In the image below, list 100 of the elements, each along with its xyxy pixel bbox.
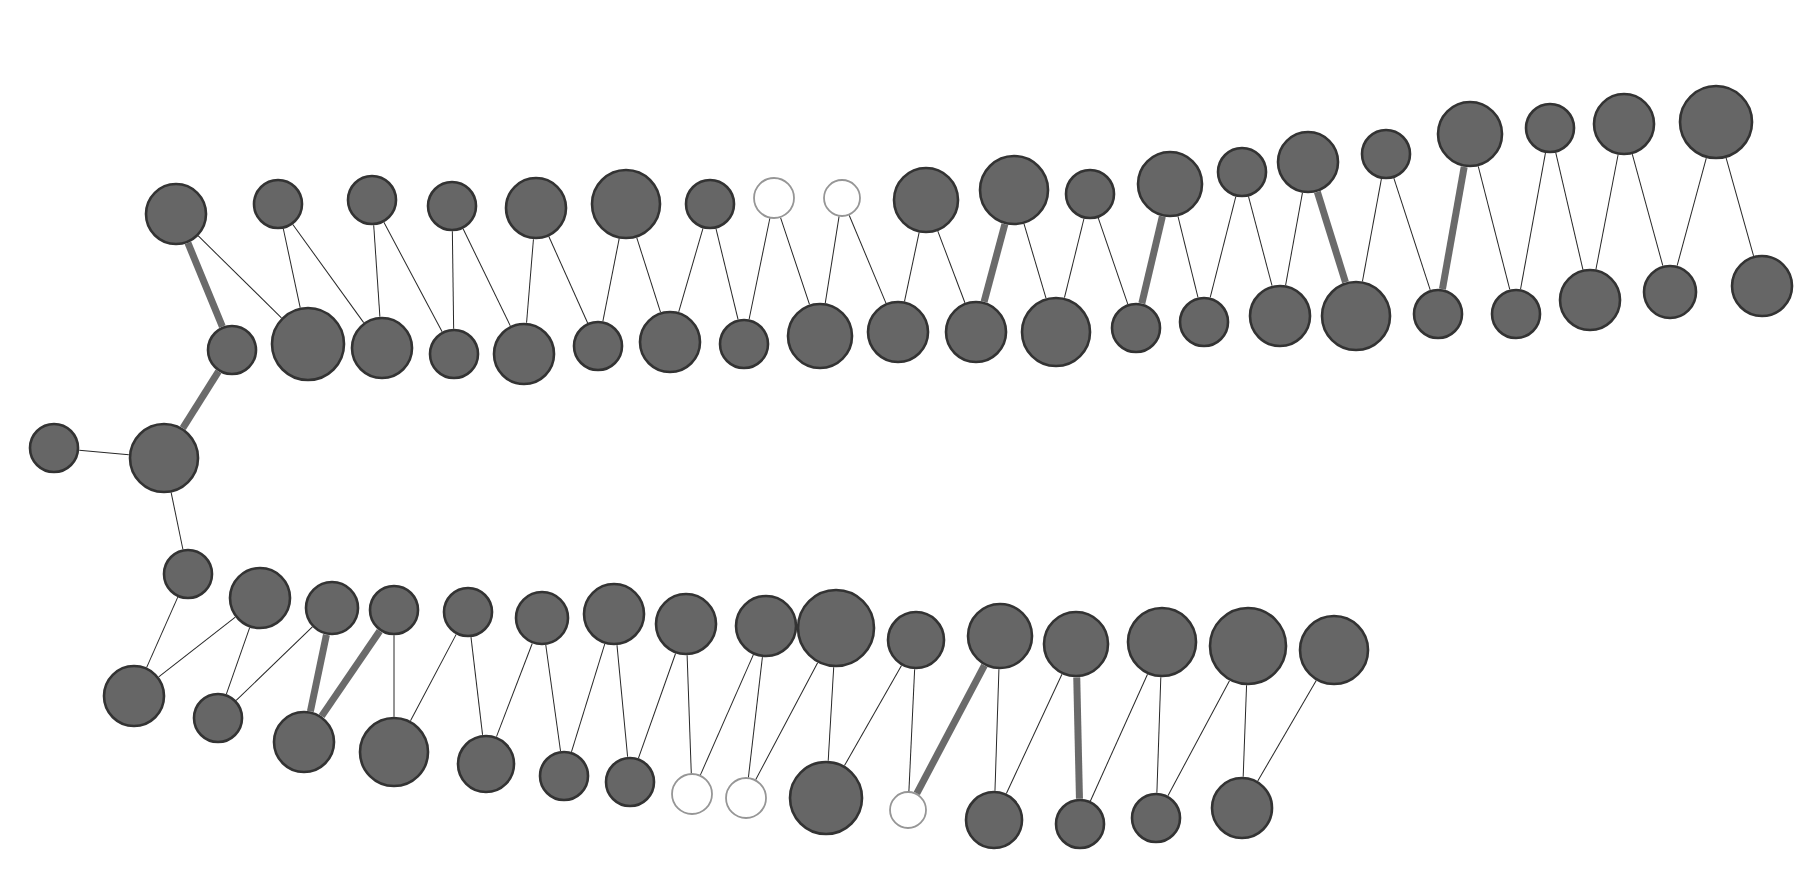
filled-circle — [102, 664, 166, 728]
link-line — [937, 230, 966, 304]
link-line — [548, 236, 589, 324]
link-line — [780, 217, 810, 305]
filled-circle — [252, 178, 304, 230]
filled-circle — [1064, 168, 1116, 220]
link-line — [1209, 196, 1237, 298]
link-line — [1177, 215, 1199, 298]
hollow-circle — [753, 177, 795, 219]
filled-circle — [1412, 288, 1464, 340]
link-line — [1676, 157, 1707, 267]
filled-circle — [1678, 84, 1754, 160]
thick-link-line — [980, 223, 1009, 303]
link-line — [1285, 192, 1303, 286]
filled-circle — [786, 302, 854, 370]
link-line — [1156, 676, 1162, 794]
filled-circle — [144, 182, 208, 246]
link-line — [225, 627, 251, 695]
filled-circle — [886, 610, 946, 670]
filled-circle — [1178, 296, 1230, 348]
filled-circle — [1208, 606, 1288, 686]
link-line — [1257, 680, 1317, 782]
thick-link-line — [1073, 677, 1083, 799]
filled-circle — [346, 174, 398, 226]
thick-link-line — [307, 634, 330, 713]
thick-link-line — [1314, 190, 1349, 284]
filled-circle — [350, 316, 414, 380]
filled-circle — [638, 310, 702, 374]
filled-circle — [604, 756, 656, 808]
link-line — [755, 662, 819, 781]
filled-circle — [788, 760, 864, 836]
link-line — [282, 228, 301, 309]
link-line — [827, 666, 835, 762]
filled-circle — [1042, 610, 1110, 678]
link-line — [994, 668, 1000, 792]
link-line — [824, 216, 840, 304]
filled-circle — [368, 584, 420, 636]
filled-circle — [582, 582, 646, 646]
filled-circle — [206, 324, 258, 376]
filled-circle — [1216, 146, 1268, 198]
filled-circle — [1136, 150, 1204, 218]
filled-circle — [1126, 606, 1198, 678]
link-line — [235, 626, 313, 701]
filled-circle — [1524, 102, 1576, 154]
link-line — [1555, 152, 1584, 270]
link-line — [1725, 157, 1755, 257]
link-line — [908, 668, 916, 792]
link-line — [699, 654, 754, 776]
link-line — [747, 656, 763, 778]
filled-circle — [654, 592, 718, 656]
filled-circle — [1210, 776, 1274, 840]
link-line — [715, 228, 739, 320]
link-line — [1242, 684, 1248, 778]
link-line — [1005, 673, 1063, 794]
link-line — [637, 653, 677, 759]
filled-circle — [426, 180, 478, 232]
filled-circle — [1298, 614, 1370, 686]
link-line — [848, 214, 887, 304]
link-line — [1097, 217, 1129, 305]
link-line — [748, 218, 771, 320]
link-line — [470, 636, 484, 736]
link-line — [636, 237, 661, 313]
filled-circle — [1436, 100, 1504, 168]
filled-circle — [272, 710, 336, 774]
link-line — [545, 644, 561, 752]
filled-circle — [1730, 254, 1794, 318]
thick-link-line — [1138, 215, 1166, 305]
link-line — [1089, 673, 1148, 802]
link-line — [616, 644, 629, 758]
link-line — [843, 664, 902, 767]
link-line — [678, 227, 704, 313]
link-line — [602, 238, 620, 322]
filled-circle — [192, 692, 244, 744]
filled-circle — [538, 750, 590, 802]
filled-circle — [1360, 128, 1412, 180]
filled-circle — [1130, 792, 1182, 844]
link-line — [146, 596, 179, 668]
link-line — [496, 643, 533, 738]
thick-link-line — [318, 628, 383, 719]
link-line — [197, 235, 282, 319]
filled-circle — [572, 320, 624, 372]
thick-link-line — [913, 663, 988, 795]
link-line — [904, 232, 920, 302]
filled-circle — [358, 716, 430, 788]
filled-circle — [966, 602, 1034, 670]
link-line — [1063, 218, 1085, 299]
thick-link-line — [179, 369, 222, 430]
link-line — [373, 224, 381, 318]
link-line — [1595, 154, 1619, 270]
link-line — [393, 634, 395, 718]
link-line — [410, 633, 457, 722]
link-line — [78, 449, 130, 456]
link-line — [1167, 680, 1230, 797]
link-line — [158, 616, 236, 678]
link-line — [1393, 177, 1431, 291]
filled-circle — [1248, 284, 1312, 348]
filled-circle — [796, 588, 876, 668]
link-line — [1247, 195, 1273, 287]
filled-circle — [978, 154, 1050, 226]
thick-link-line — [1439, 166, 1468, 290]
